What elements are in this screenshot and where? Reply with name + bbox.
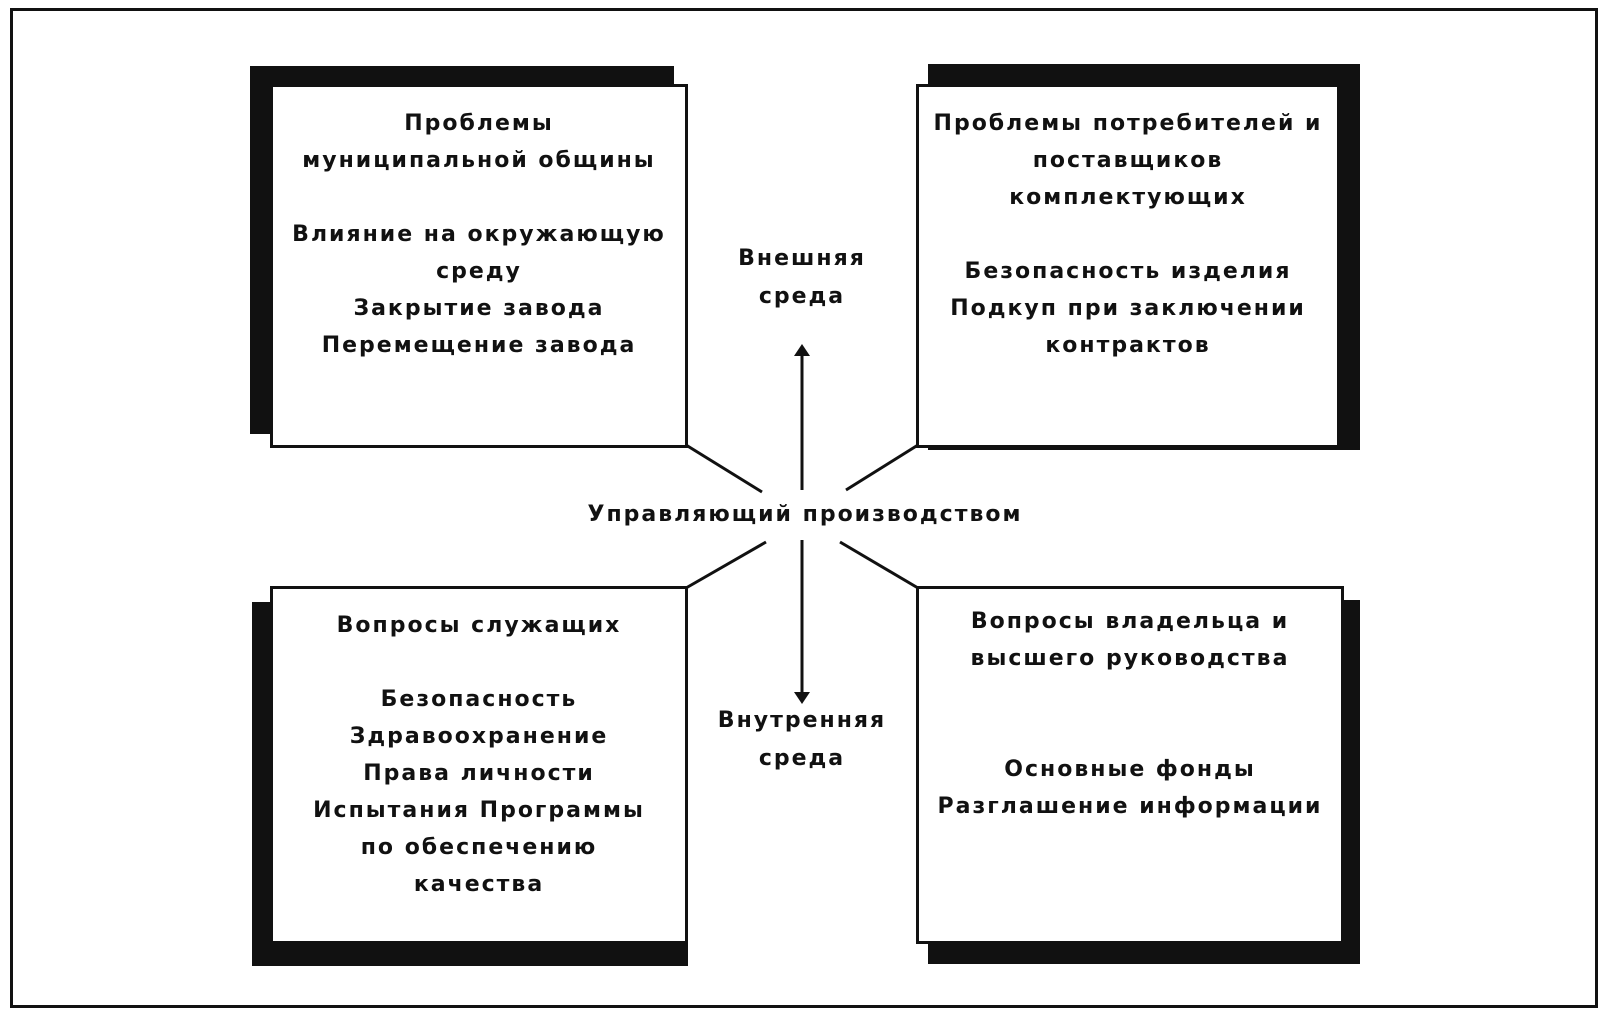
box-item: Разглашение информации — [937, 794, 1323, 819]
box-municipal-community: Проблемы муниципальной общины Влияние на… — [270, 84, 688, 448]
box-item: Безопасность — [380, 687, 578, 712]
box-title-line: муниципальной общины — [302, 148, 656, 173]
box-item: среду — [436, 259, 522, 284]
external-environment-label: Внешняя среда — [738, 246, 866, 309]
box-item: контрактов — [1045, 333, 1211, 358]
box-item: Влияние на окружающую — [292, 222, 666, 247]
box-item: Испытания Программы — [313, 798, 645, 823]
box-item: Права личности — [363, 761, 595, 786]
box-item: Основные фонды — [1004, 757, 1256, 782]
box-item: качества — [413, 872, 545, 897]
box-item: Закрытие завода — [353, 296, 605, 321]
box-title-line: поставщиков — [1032, 148, 1224, 173]
production-manager-label: Управляющий производством — [587, 502, 1023, 527]
box-item: Перемещение завода — [321, 333, 637, 358]
box-owner-management: Вопросы владельца и высшего руководства … — [916, 586, 1344, 944]
box-employees: Вопросы служащих Безопасность Здравоохра… — [270, 586, 688, 944]
box-title-line: комплектующих — [1009, 185, 1247, 210]
box-item: по обеспечению — [360, 835, 598, 860]
box-title-line: Вопросы владельца и — [970, 609, 1290, 634]
box-consumers-suppliers: Проблемы потребителей и поставщиков комп… — [916, 84, 1340, 448]
internal-environment-label: Внутренняя среда — [717, 708, 887, 771]
connector-top-right — [845, 443, 919, 492]
box-title-line: Проблемы потребителей и — [933, 111, 1323, 136]
connector-bottom-right — [839, 540, 919, 590]
connector-top-left — [685, 443, 763, 494]
box-item: Подкуп при заключении — [950, 296, 1306, 321]
box-title-line: Проблемы — [404, 111, 554, 136]
box-title-line: Вопросы служащих — [336, 613, 622, 638]
connector-bottom-left — [685, 540, 767, 590]
diagram-frame — [10, 8, 1598, 1008]
box-title-line: высшего руководства — [970, 646, 1290, 671]
box-item: Здравоохранение — [349, 724, 609, 749]
box-item: Безопасность изделия — [964, 259, 1292, 284]
